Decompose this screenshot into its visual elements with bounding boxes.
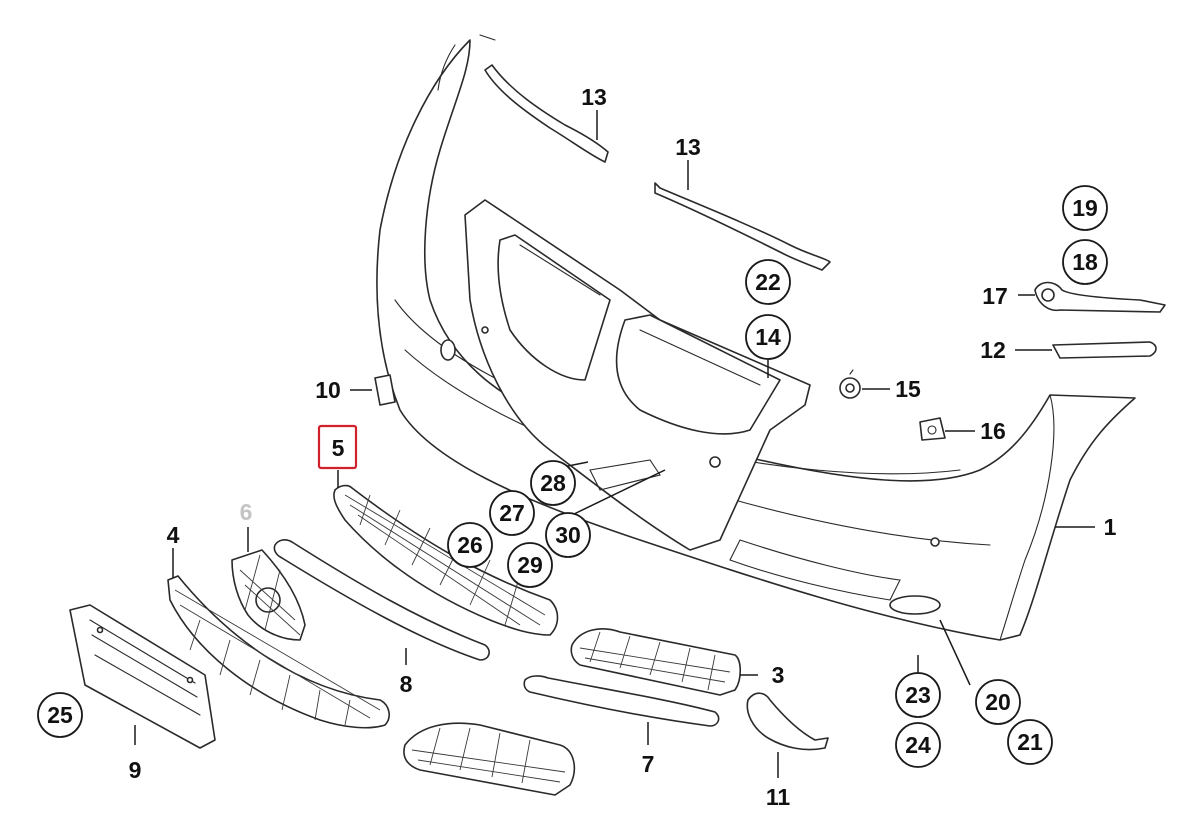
center-support-bracket (464, 199, 811, 551)
label-part-18: 18 (1072, 249, 1098, 275)
callout-circle-21 (1007, 719, 1053, 765)
label-part-9: 9 (129, 757, 142, 783)
license-plate-bracket-part (69, 604, 216, 749)
callout-circle-29 (507, 542, 553, 588)
label-part-16: 16 (980, 418, 1006, 444)
callout-circle-18 (1062, 239, 1108, 285)
callout-circle-26 (447, 522, 493, 568)
label-part-17: 17 (982, 283, 1008, 309)
label-part-1: 1 (1104, 514, 1117, 540)
callout-circle-25 (37, 692, 83, 738)
label-part-24: 24 (905, 732, 931, 758)
callout-circle-23 (895, 672, 941, 718)
callout-circle-27 (489, 490, 535, 536)
label-part-15: 15 (895, 376, 921, 402)
label-part-10: 10 (315, 377, 341, 403)
callout-labels: 1 3 4 5 6 7 8 9 10 11 12 13 13 14 15 16 … (47, 84, 1116, 810)
corner-bracket-part (746, 692, 829, 751)
label-part-13-lower: 13 (675, 134, 701, 160)
label-part-3: 3 (772, 662, 785, 688)
callout-circle-19 (1062, 185, 1108, 231)
label-part-20: 20 (985, 689, 1011, 715)
callout-circle-28 (530, 460, 576, 506)
callout-circle-20 (975, 679, 1021, 725)
callout-circle-14 (745, 314, 791, 360)
label-part-4: 4 (167, 522, 180, 548)
label-part-8: 8 (400, 671, 413, 697)
label-part-23: 23 (905, 682, 931, 708)
side-bracket-lower-part (1052, 341, 1157, 359)
callout-circle-24 (895, 722, 941, 768)
trim-strip-lower (654, 182, 831, 271)
lower-grille-part (167, 575, 390, 729)
side-grille-right-part (570, 628, 742, 696)
side-bracket-upper-part (1034, 281, 1166, 313)
leader-lines (134, 110, 1095, 778)
label-part-22: 22 (755, 269, 781, 295)
label-part-29: 29 (517, 552, 543, 578)
label-part-7: 7 (642, 751, 655, 777)
label-part-6: 6 (240, 499, 253, 525)
label-part-19: 19 (1072, 195, 1098, 221)
fog-lamp-grille-part (231, 549, 306, 641)
label-part-13-upper: 13 (581, 84, 607, 110)
lower-trim-moulding-part (523, 675, 720, 727)
expanding-rivet-part (839, 369, 861, 399)
label-part-25: 25 (47, 702, 73, 728)
highlight-box-part-5 (317, 424, 358, 470)
label-part-30: 30 (555, 522, 581, 548)
label-part-28: 28 (540, 470, 566, 496)
tow-hook-cap-part (374, 374, 396, 406)
grille-trim-moulding-part (273, 539, 490, 661)
label-part-14: 14 (755, 324, 781, 350)
label-part-26: 26 (457, 532, 483, 558)
callout-circles (37, 185, 1108, 768)
trim-strip-upper (484, 64, 609, 163)
callout-circle-30 (545, 512, 591, 558)
clip-nut-part (919, 417, 946, 441)
label-part-5: 5 (332, 435, 345, 461)
center-grille-part (333, 484, 559, 636)
side-grille-lower-part (403, 722, 576, 796)
callout-circle-22 (745, 259, 791, 305)
label-part-11: 11 (766, 784, 791, 810)
label-part-21: 21 (1017, 729, 1043, 755)
label-part-27: 27 (499, 500, 525, 526)
label-part-12: 12 (980, 337, 1006, 363)
